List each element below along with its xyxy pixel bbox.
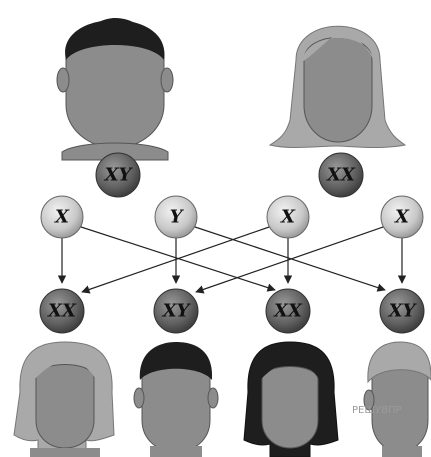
offspring-label-1: XX [47, 301, 77, 322]
father-genotype-node: XY [95, 152, 141, 198]
arrow-x4-to-o2 [195, 225, 387, 294]
mother-genotype-node: XX [318, 152, 364, 198]
offspring-node-3: XX [265, 288, 311, 334]
offspring-node-4: XY [379, 288, 425, 334]
offspring-label-2: XY [162, 301, 192, 322]
watermark-text: РЕШУВПР [352, 405, 402, 416]
gamete-node-4: X [380, 195, 424, 239]
mother-head-icon [268, 25, 407, 148]
gamete-label-3: X [280, 207, 296, 228]
gamete-node-2: Y [154, 195, 198, 239]
gamete-label-2: Y [170, 207, 185, 228]
offspring-node-1: XX [39, 288, 85, 334]
gamete-node-3: X [266, 195, 310, 239]
son-dark-hair-head-icon [133, 342, 219, 457]
father-genotype-label: XY [104, 165, 134, 186]
offspring-node-2: XY [153, 288, 199, 334]
inheritance-arrows [57, 225, 407, 294]
offspring-label-3: XX [273, 301, 303, 322]
gamete-label-1: X [54, 207, 70, 228]
offspring-label-4: XY [388, 301, 418, 322]
father-head-icon [56, 18, 174, 161]
daughter-light-hair-head-icon [13, 341, 115, 457]
daughter-dark-hair-head-icon [243, 341, 339, 457]
son-light-hair-head-icon [363, 341, 431, 457]
gamete-label-4: X [394, 207, 410, 228]
arrow-x3-to-o1 [81, 225, 273, 294]
gamete-node-1: X [40, 195, 84, 239]
mother-genotype-label: XX [326, 165, 356, 186]
